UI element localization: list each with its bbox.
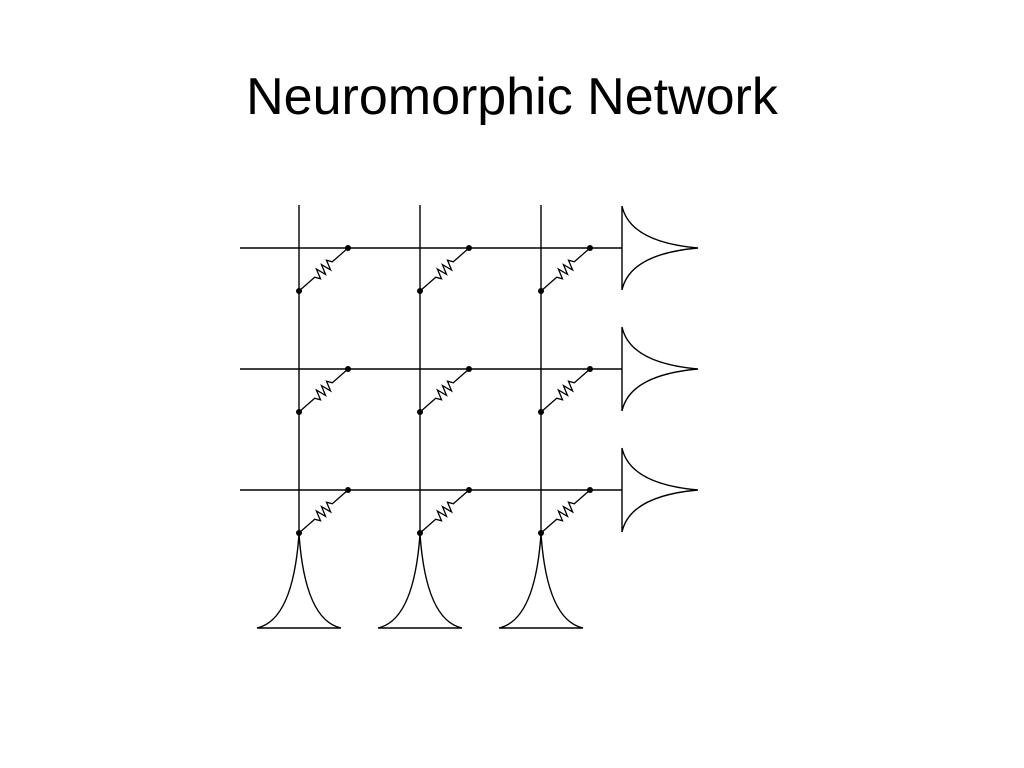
synapse-node-dot (417, 288, 423, 294)
synapse-node-dot (466, 245, 472, 251)
synapse-node-dot (587, 487, 593, 493)
synapse-node-dot (466, 487, 472, 493)
synapse-resistor-icon (298, 368, 349, 413)
row-neuron-spike-icon (621, 205, 699, 291)
synapse-resistor-icon (540, 368, 591, 413)
synapse-node-dot (296, 288, 302, 294)
synapse-node-dot (538, 288, 544, 294)
column-neuron-spike-icon (377, 533, 463, 629)
synapse-resistor-icon (419, 247, 470, 292)
synapse-node-dot (466, 366, 472, 372)
synapse-resistor-icon (419, 489, 470, 534)
synapse-node-dot (345, 487, 351, 493)
synapse-node-dot (417, 530, 423, 536)
synapse-node-dot (417, 409, 423, 415)
synapse-node-dot (587, 366, 593, 372)
synapse-resistor-icon (419, 368, 470, 413)
row-neuron-spike-icon (621, 326, 699, 412)
synapse-resistor-icon (540, 247, 591, 292)
column-neuron-spike-icon (256, 533, 342, 629)
synapse-node-dot (345, 366, 351, 372)
synapse-resistor-icon (298, 247, 349, 292)
synapse-resistor-icon (298, 489, 349, 534)
slide-title: Neuromorphic Network (246, 68, 778, 126)
synapse-node-dot (296, 409, 302, 415)
synapse-node-dot (345, 245, 351, 251)
synapse-resistor-icon (540, 489, 591, 534)
synapse-node-dot (538, 409, 544, 415)
synapse-node-dot (587, 245, 593, 251)
synapse-node-dot (296, 530, 302, 536)
column-neuron-spike-icon (498, 533, 584, 629)
row-neuron-spike-icon (621, 447, 699, 533)
synapse-node-dot (538, 530, 544, 536)
